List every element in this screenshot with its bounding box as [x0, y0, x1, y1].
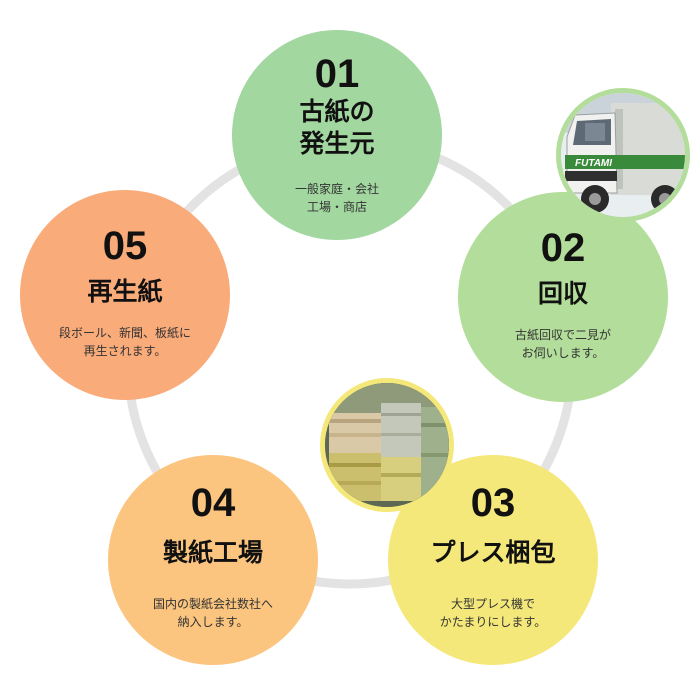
step-02-number: 02 — [540, 226, 586, 270]
paper-bales-icon — [325, 383, 449, 507]
step-05-number: 05 — [102, 224, 148, 268]
step-04-desc-line-2: 納入します。 — [177, 615, 249, 629]
step-01-desc-line-1: 一般家庭・会社 — [294, 182, 379, 196]
step-05-desc-line-2: 再生されます。 — [83, 344, 167, 358]
step-03-title: プレス梱包 — [388, 537, 598, 569]
step-02-title: 回収 — [458, 278, 668, 310]
step-01-description: 一般家庭・会社 工場・商店 — [232, 180, 442, 216]
step-05-desc-line-1: 段ボール、新聞、板紙に — [58, 326, 191, 340]
step-03-number: 03 — [470, 481, 516, 525]
step-01-title-line-1: 古紙の — [299, 97, 375, 126]
step-02-description: 古紙回収で二見が お伺いします。 — [458, 326, 668, 362]
truck-logo-text: FUTAMI — [575, 158, 612, 169]
step-03-desc-line-2: かたまりにします。 — [439, 615, 547, 629]
step-01-title-line-2: 発生元 — [299, 129, 375, 158]
truck-icon: FUTAMI — [561, 93, 685, 217]
step-04-circle: 04 製紙工場 国内の製紙会社数社へ 納入します。 — [108, 455, 318, 665]
step-05-title-line-1: 再生紙 — [87, 277, 163, 306]
step-01-circle: 01 古紙の 発生元 一般家庭・会社 工場・商店 — [232, 30, 442, 240]
step-01-desc-line-2: 工場・商店 — [306, 200, 367, 214]
step-03-title-line-1: プレス梱包 — [430, 538, 556, 567]
step-01-number: 01 — [314, 52, 360, 96]
paper-bales-photo — [320, 378, 454, 512]
step-05-description: 段ボール、新聞、板紙に 再生されます。 — [20, 324, 230, 360]
step-04-desc-line-1: 国内の製紙会社数社へ — [152, 597, 273, 611]
step-05-title: 再生紙 — [20, 276, 230, 308]
step-02-circle: 02 回収 古紙回収で二見が お伺いします。 — [458, 192, 668, 402]
step-03-desc-line-1: 大型プレス機で — [450, 597, 535, 611]
step-04-number: 04 — [190, 481, 236, 525]
step-04-title: 製紙工場 — [108, 537, 318, 569]
step-02-desc-line-1: 古紙回収で二見が — [514, 328, 611, 342]
step-05-circle: 05 再生紙 段ボール、新聞、板紙に 再生されます。 — [20, 190, 230, 400]
step-02-title-line-1: 回収 — [537, 279, 588, 308]
step-03-description: 大型プレス機で かたまりにします。 — [388, 595, 598, 631]
step-03-circle: 03 プレス梱包 大型プレス機で かたまりにします。 — [388, 455, 598, 665]
step-04-title-line-1: 製紙工場 — [162, 538, 263, 567]
step-01-title: 古紙の 発生元 — [232, 96, 442, 160]
step-04-description: 国内の製紙会社数社へ 納入します。 — [108, 595, 318, 631]
step-02-desc-line-2: お伺いします。 — [521, 346, 605, 360]
collection-truck-photo: FUTAMI — [556, 88, 690, 222]
